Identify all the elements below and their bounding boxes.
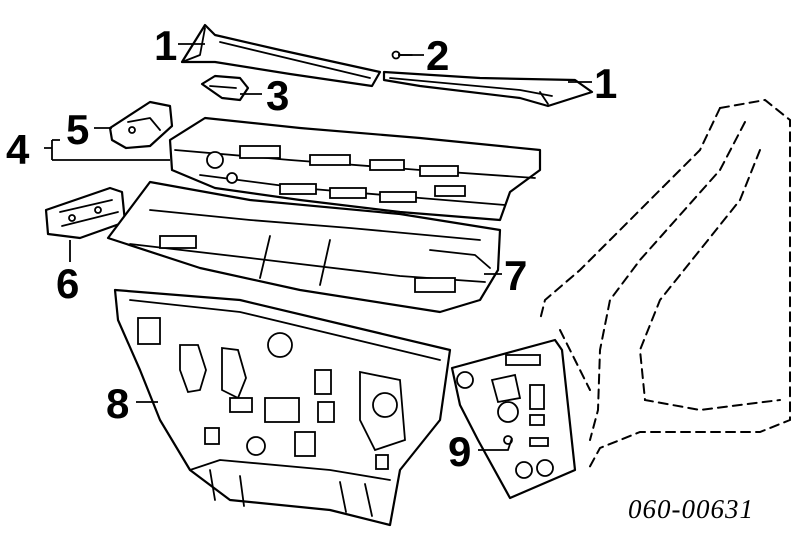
callout-9: 9 <box>448 428 471 475</box>
callout-8: 8 <box>106 380 129 427</box>
callout-1-right: 1 <box>594 60 617 107</box>
left-bracket <box>44 186 127 240</box>
callout-1-left: 1 <box>154 22 177 69</box>
callout-6: 6 <box>56 260 79 307</box>
side-reinforcement <box>108 100 174 150</box>
callout-2: 2 <box>426 32 449 79</box>
callout-7: 7 <box>504 252 527 299</box>
leader-lines <box>44 43 592 451</box>
body-pillar-outline <box>539 98 791 471</box>
diagram-part-number: 060-00631 <box>628 494 754 524</box>
upper-cowl-assembly <box>168 116 542 222</box>
dash-panel <box>113 288 452 527</box>
side-panel <box>450 338 577 500</box>
cowl-bracket <box>200 74 250 102</box>
cowl-panel-right <box>382 70 594 108</box>
callout-4: 4 <box>6 126 30 173</box>
callout-3: 3 <box>266 72 289 119</box>
callout-5: 5 <box>66 106 89 153</box>
plenum-panel <box>106 180 502 314</box>
cowl-panel-left <box>180 23 382 88</box>
